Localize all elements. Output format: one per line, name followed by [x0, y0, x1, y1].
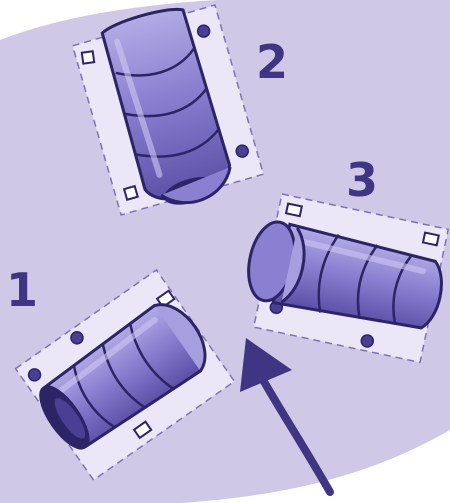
- tube-group-3: [247, 193, 450, 364]
- tube-group-1: [14, 268, 236, 482]
- pin-dot-icon: [27, 368, 42, 382]
- tube-body-3: [271, 222, 443, 330]
- pin-dot-icon: [70, 331, 84, 345]
- square-marker-icon: [132, 420, 153, 440]
- tube-body-2: [100, 7, 232, 201]
- square-marker-icon: [155, 289, 176, 309]
- pin-dot-icon: [360, 334, 375, 348]
- step-number-1: 1: [6, 263, 38, 317]
- square-marker-icon: [122, 184, 139, 201]
- curved-arrow-icon: [240, 338, 334, 496]
- tube-group-2: [71, 4, 265, 216]
- step-number-2: 2: [256, 35, 288, 89]
- pin-dot-icon: [235, 144, 249, 158]
- pin-dot-icon: [196, 24, 211, 38]
- square-marker-icon: [284, 202, 304, 218]
- square-marker-icon: [80, 50, 96, 65]
- square-marker-icon: [421, 231, 440, 247]
- step-number-3: 3: [346, 153, 378, 207]
